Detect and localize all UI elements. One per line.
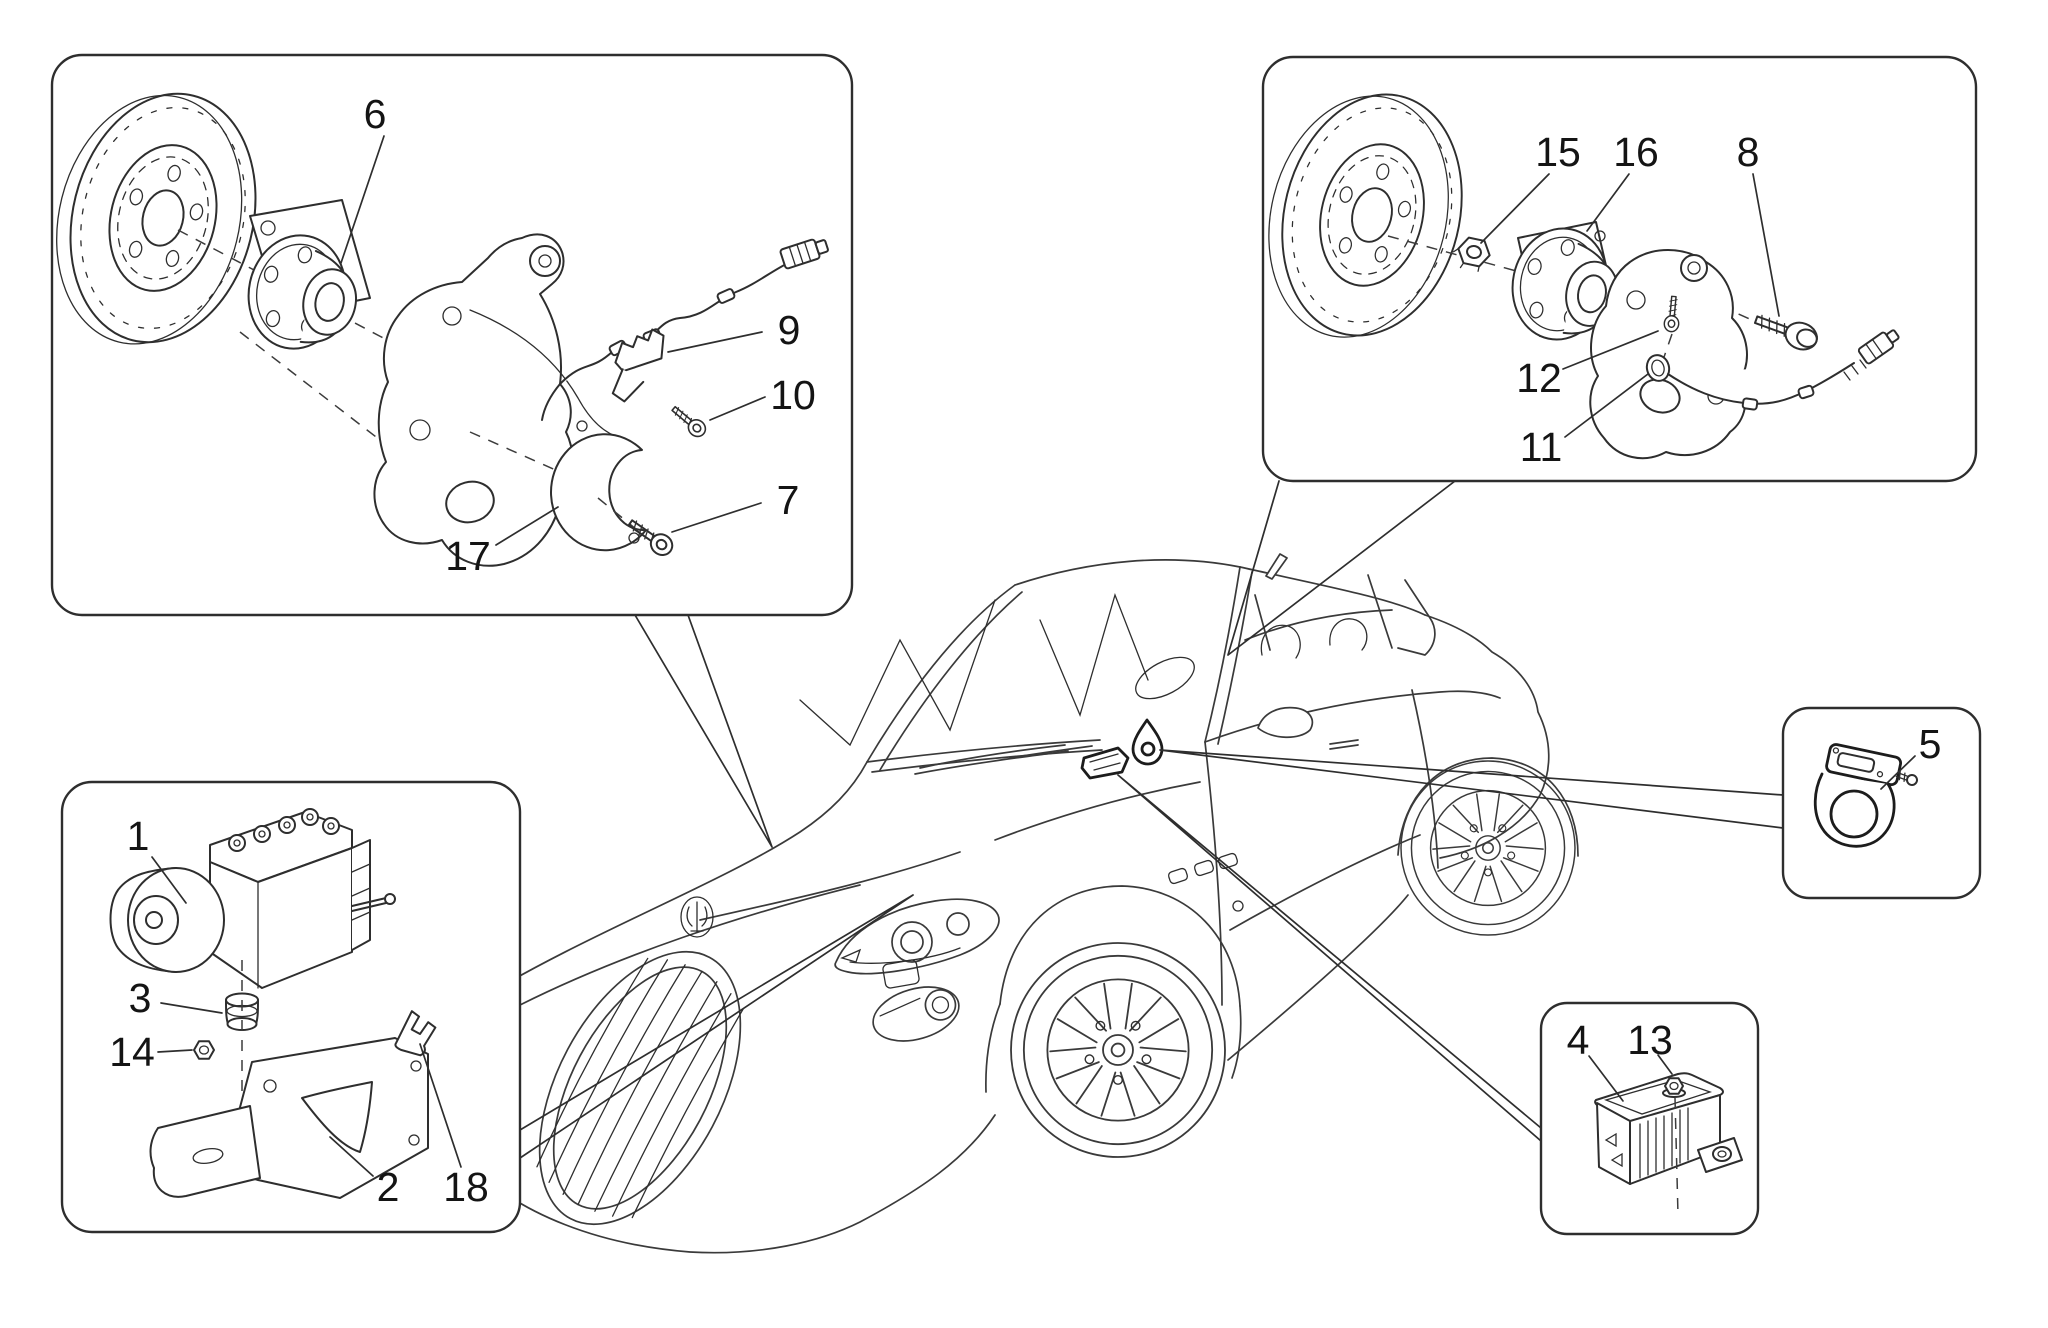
part-label-4: 4: [1567, 1017, 1590, 1063]
part-label-7: 7: [777, 477, 800, 523]
callout-box-rear-right-corner: 15 16 8 12 11: [1243, 55, 1978, 483]
in-situ-acceleration-sensor: [1131, 718, 1164, 766]
in-situ-connector: [1080, 746, 1130, 780]
part-label-12: 12: [1516, 355, 1562, 401]
knuckle-bolt: [1753, 314, 1818, 351]
part-label-3: 3: [129, 975, 152, 1021]
trident-badge: [680, 896, 714, 938]
dust-shield: [550, 420, 647, 552]
part-label-13: 13: [1627, 1017, 1673, 1063]
front-wheel: [1010, 942, 1226, 1158]
part-label-10: 10: [770, 372, 816, 418]
part-label-18: 18: [443, 1164, 489, 1210]
grille: [536, 950, 744, 1226]
rear-abs-sensor-cable: [1645, 329, 1900, 411]
abs-bracket: [149, 1037, 429, 1199]
car-illustration: [469, 553, 1579, 1254]
fender-vents: [1167, 852, 1244, 912]
part-label-5: 5: [1919, 721, 1942, 767]
part-label-15: 15: [1535, 129, 1581, 175]
part-label-1: 1: [127, 813, 150, 859]
control-unit-nut: [1662, 1077, 1686, 1098]
part-label-11: 11: [1520, 424, 1563, 470]
hub-nut: [1452, 236, 1491, 272]
part-label-14: 14: [109, 1029, 155, 1075]
abs-hydraulic-unit: [109, 808, 396, 989]
pump-ports: [228, 808, 340, 852]
front-intake: [872, 986, 960, 1042]
part-label-8: 8: [1737, 129, 1760, 175]
part-label-6: 6: [364, 91, 387, 137]
callout-box-abs-module: 1 3 14 2 18: [60, 780, 522, 1234]
rear-knuckle: [1589, 249, 1748, 460]
callout-box-front-left-corner: 6 9 10 7 17: [30, 53, 854, 617]
part-label-9: 9: [778, 307, 801, 353]
callout-box-control-unit: 4 13: [1539, 1001, 1760, 1236]
rear-wheel: [1400, 760, 1576, 936]
acceleration-sensor: [1813, 743, 1918, 848]
side-mirror: [1257, 706, 1314, 739]
part-label-17: 17: [445, 533, 491, 579]
front-knuckle: [373, 233, 623, 567]
part-label-16: 16: [1613, 129, 1659, 175]
sensor-bracket: [611, 328, 665, 403]
callout-leaders: [519, 480, 1784, 1159]
headlight: [834, 898, 1000, 975]
control-unit: [1594, 1072, 1743, 1185]
pump-motor: [109, 867, 225, 973]
callout-box-acceleration-sensor: 5: [1781, 706, 1982, 900]
part-label-2: 2: [377, 1164, 400, 1210]
mount-nut: [193, 1040, 215, 1060]
roof-antenna: [1265, 553, 1288, 580]
